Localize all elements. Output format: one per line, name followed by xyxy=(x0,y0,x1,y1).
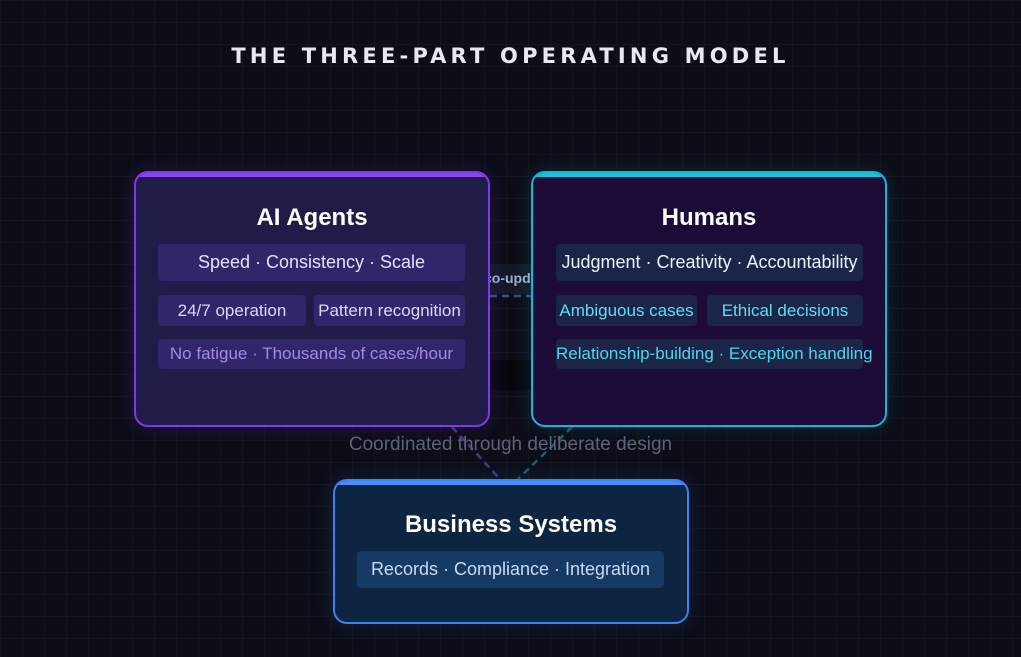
humans-tag-ethical: Ethical decisions xyxy=(707,295,863,326)
coordination-caption: Coordinated through deliberate design xyxy=(348,434,673,455)
diagram-title: THE THREE-PART OPERATING MODEL xyxy=(231,44,790,68)
humans-accent-bar xyxy=(533,173,885,177)
ai-agents-title: AI Agents xyxy=(256,204,368,231)
ai-agents-accent-bar xyxy=(136,173,488,177)
humans-card: Humans Judgment · Creativity · Accountab… xyxy=(531,171,887,427)
humans-tag-ambiguous: Ambiguous cases xyxy=(556,295,697,326)
ai-agents-tag-operation: 24/7 operation xyxy=(158,295,306,326)
humans-title: Humans xyxy=(661,204,757,231)
ai-agents-tag-pattern: Pattern recognition xyxy=(314,295,465,326)
humans-detail: Relationship-building · Exception handli… xyxy=(556,339,873,369)
ai-agents-card: AI Agents Speed · Consistency · Scale 24… xyxy=(134,171,490,427)
connector-label-obscured: co-upd xyxy=(488,264,532,294)
business-systems-accent-bar xyxy=(335,481,687,485)
ai-agents-strengths: Speed · Consistency · Scale xyxy=(158,244,465,281)
ai-agents-detail: No fatigue · Thousands of cases/hour xyxy=(158,339,465,369)
business-systems-card: Business Systems Records · Compliance · … xyxy=(333,479,689,624)
connector-label-background xyxy=(488,360,532,390)
business-systems-title: Business Systems xyxy=(404,511,618,538)
humans-strengths: Judgment · Creativity · Accountability xyxy=(556,244,863,281)
humans-systems-connector xyxy=(517,426,573,480)
business-systems-strengths: Records · Compliance · Integration xyxy=(357,551,664,588)
